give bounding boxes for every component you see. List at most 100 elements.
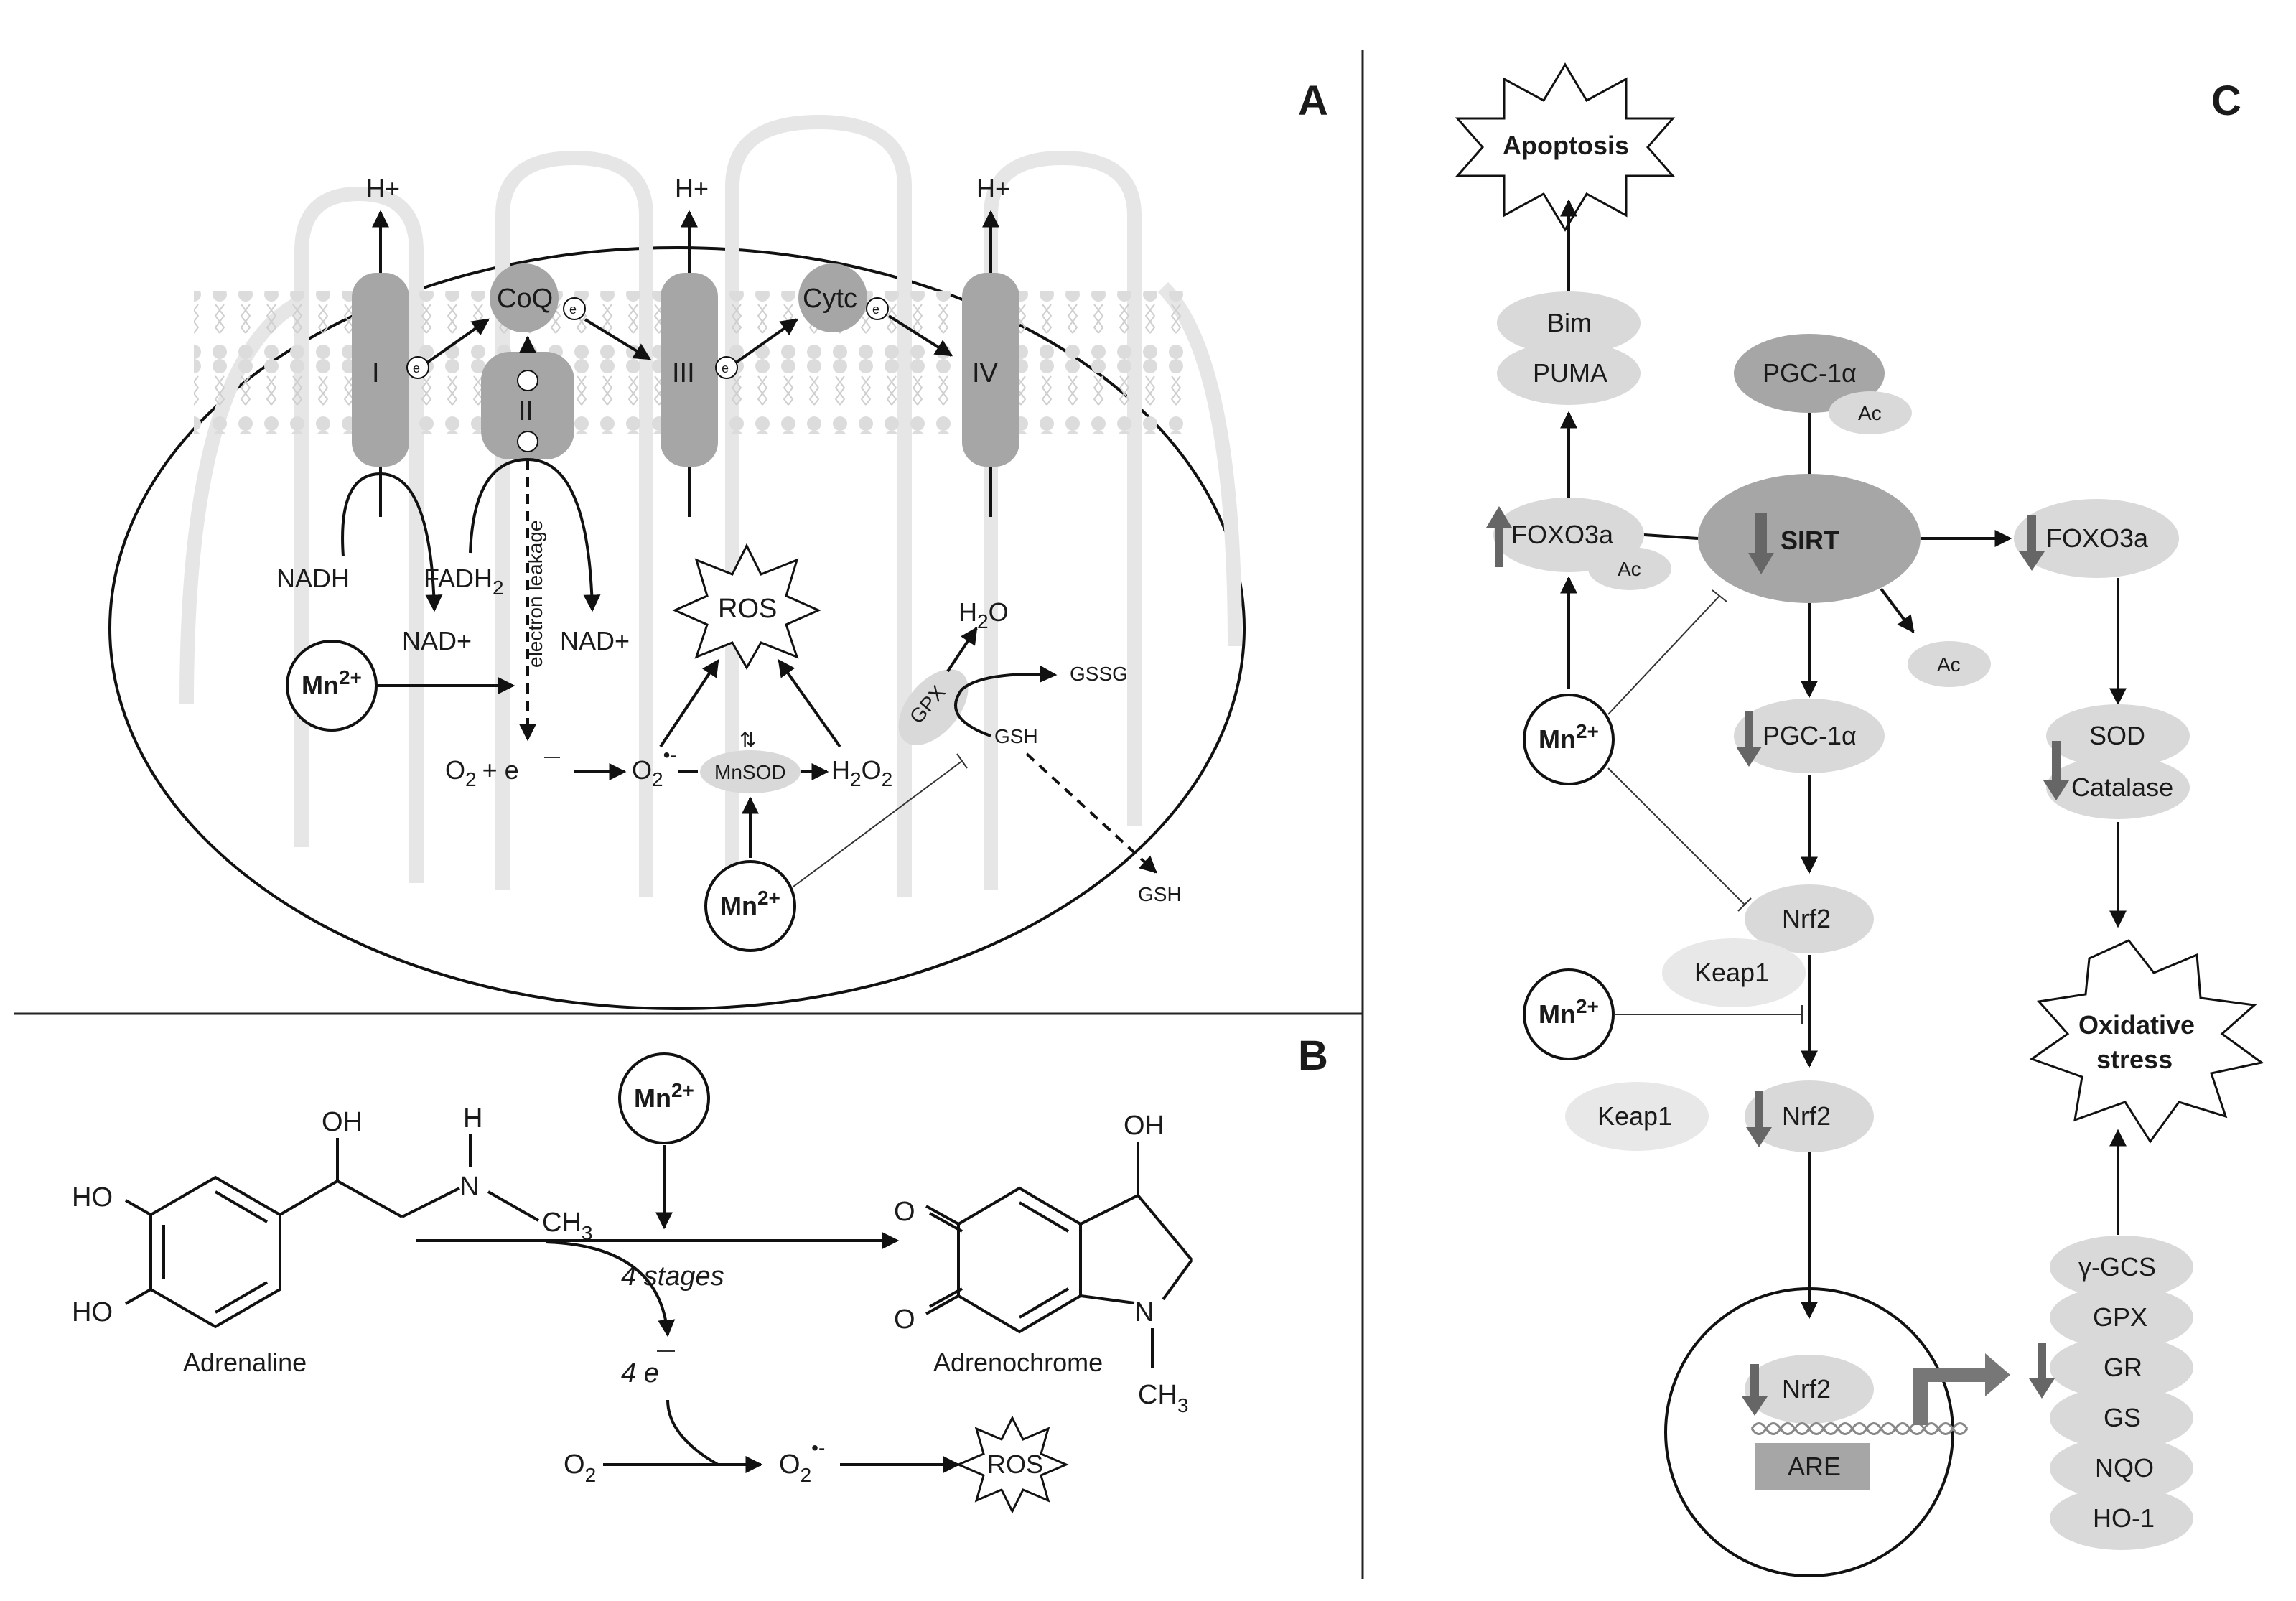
sirt-node: [1698, 474, 1921, 603]
nadh-label: NADH: [276, 564, 350, 593]
complex-iv: [962, 273, 1019, 467]
panel-letter-a: A: [1298, 78, 1328, 124]
mn-ion-c1: [1523, 694, 1615, 785]
cytc-carrier: [798, 263, 867, 332]
ros-label-a: ROS: [718, 594, 777, 624]
target-gene: [2050, 1236, 2193, 1299]
oxygen-label-1: O: [894, 1197, 915, 1227]
panel-letter-b: B: [1298, 1032, 1328, 1079]
ac-node-top: [1829, 391, 1912, 434]
pgc1a-node-mid: [1734, 699, 1885, 773]
bim-node: [1497, 291, 1641, 355]
target-gene: [2050, 1286, 2193, 1349]
mn-ion-a1: [286, 640, 378, 732]
apoptosis-burst: [1455, 62, 1676, 232]
target-gene: [2050, 1336, 2193, 1399]
mn-label: Mn2+: [720, 887, 780, 920]
coq-label: CoQ: [497, 284, 553, 314]
panel-b: B HO HO OH N H CH3 Adrenaline 4 stages M…: [72, 1032, 1328, 1514]
mnsod-enzyme: [700, 750, 801, 793]
gsh-label-1: GSH: [994, 725, 1038, 747]
bim-label: Bim: [1547, 308, 1592, 337]
electron-leakage-label: electron leakage: [524, 521, 546, 668]
proton-label-1: H+: [366, 174, 400, 203]
proton-label-2: H+: [675, 174, 709, 203]
cristae: [179, 114, 1242, 905]
complex-iii: [661, 273, 718, 467]
keap1-label-bound: Keap1: [1694, 958, 1769, 987]
complex-iii-label: III: [672, 358, 695, 388]
are-element: [1755, 1443, 1870, 1490]
cytc-label: Cytc: [803, 284, 857, 314]
nad-plus-label-2: NAD+: [560, 626, 630, 655]
mn-label: Mn2+: [1539, 995, 1599, 1029]
catalase-label: Catalase: [2071, 773, 2173, 802]
four-stages-label: 4 stages: [621, 1261, 724, 1292]
gsh-label-2: GSH: [1138, 883, 1182, 905]
o2-plus-e: O2+ e: [445, 755, 519, 790]
methyl-label: CH3: [542, 1208, 592, 1244]
pgc1a-node-top: [1734, 334, 1885, 413]
oxidative-label: Oxidative: [2078, 1010, 2195, 1040]
mn-ion-a2: [704, 860, 796, 952]
puma-label: PUMA: [1533, 358, 1607, 388]
pgc1a-label-top: PGC-1α: [1763, 358, 1857, 388]
mn-ion-c2: [1523, 968, 1615, 1060]
four-electrons-label: 4 e: [621, 1358, 659, 1388]
nrf2-node-bound: [1745, 884, 1874, 953]
electron-marker: e: [872, 302, 879, 317]
adrenochrome-ring: [957, 1186, 1082, 1334]
nrf2-label-free: Nrf2: [1782, 1101, 1831, 1131]
mnsod-change-indicator: ⇅: [739, 729, 756, 751]
complex-i: [352, 273, 409, 467]
complex-i-label: I: [372, 358, 380, 388]
mn-ion-b: [618, 1052, 710, 1144]
superoxide-label: O2•-: [632, 744, 677, 790]
target-gene-label: HO-1: [2093, 1503, 2155, 1533]
target-gene-stack: γ-GCS GPX GR GS NQO HO-1: [2029, 1236, 2193, 1550]
gpx-enzyme: [898, 669, 969, 745]
o2-label-b: O2: [564, 1450, 596, 1486]
mn-label: Mn2+: [1539, 720, 1599, 754]
coq-carrier: [490, 263, 559, 332]
pgc1a-label-mid: PGC-1α: [1763, 721, 1857, 750]
sod-node: [2046, 704, 2190, 767]
nitrogen-label: N: [459, 1172, 479, 1202]
apoptosis-label: Apoptosis: [1503, 131, 1629, 160]
ac-label: Ac: [1858, 402, 1882, 424]
keap1-label-free: Keap1: [1597, 1101, 1672, 1131]
stress-label: stress: [2096, 1045, 2173, 1074]
foxo3a-label-left: FOXO3a: [1511, 520, 1614, 549]
puma-node: [1497, 342, 1641, 405]
oh-label: OH: [322, 1107, 363, 1137]
transcription-arrow: [1913, 1368, 1989, 1425]
complex-ii-label: II: [518, 396, 533, 426]
hydrogen-label: H: [463, 1103, 482, 1134]
adrenochrome-label: Adrenochrome: [933, 1348, 1103, 1377]
adrenaline-ring: [149, 1175, 281, 1329]
nitrogen-label-b: N: [1134, 1297, 1154, 1327]
nrf2-label-bound: Nrf2: [1782, 904, 1831, 933]
ac-node-left: [1588, 547, 1671, 590]
target-gene-label: γ-GCS: [2078, 1252, 2156, 1282]
ac-label: Ac: [1618, 558, 1641, 580]
sirt-label: SIRT: [1781, 526, 1839, 555]
panel-c: C Apoptosis Bim PUMA PGC-1α Ac SIRT FOXO…: [1455, 62, 2264, 1577]
mn-label: Mn2+: [302, 666, 362, 700]
h2o-label: H2O: [958, 597, 1009, 633]
nrf2-label-nuclear: Nrf2: [1782, 1374, 1831, 1404]
electron-marker: e: [722, 361, 729, 375]
sod-label: SOD: [2089, 721, 2145, 750]
ros-label-b: ROS: [987, 1450, 1043, 1479]
foxo3a-label-right: FOXO3a: [2046, 523, 2149, 553]
nrf2-node-free: [1745, 1080, 1874, 1152]
complex-ii: [481, 352, 574, 459]
target-gene: [2050, 1437, 2193, 1500]
panel-a: A I e CoQ e II III e Cytc e IV: [108, 78, 1328, 1010]
electron-marker: e: [413, 361, 420, 375]
proton-label-3: H+: [976, 174, 1010, 203]
mitochondrion-outline: [108, 246, 1246, 1010]
fadh2-label: FADH2: [424, 564, 504, 599]
oxygen-label-2: O: [894, 1304, 915, 1335]
